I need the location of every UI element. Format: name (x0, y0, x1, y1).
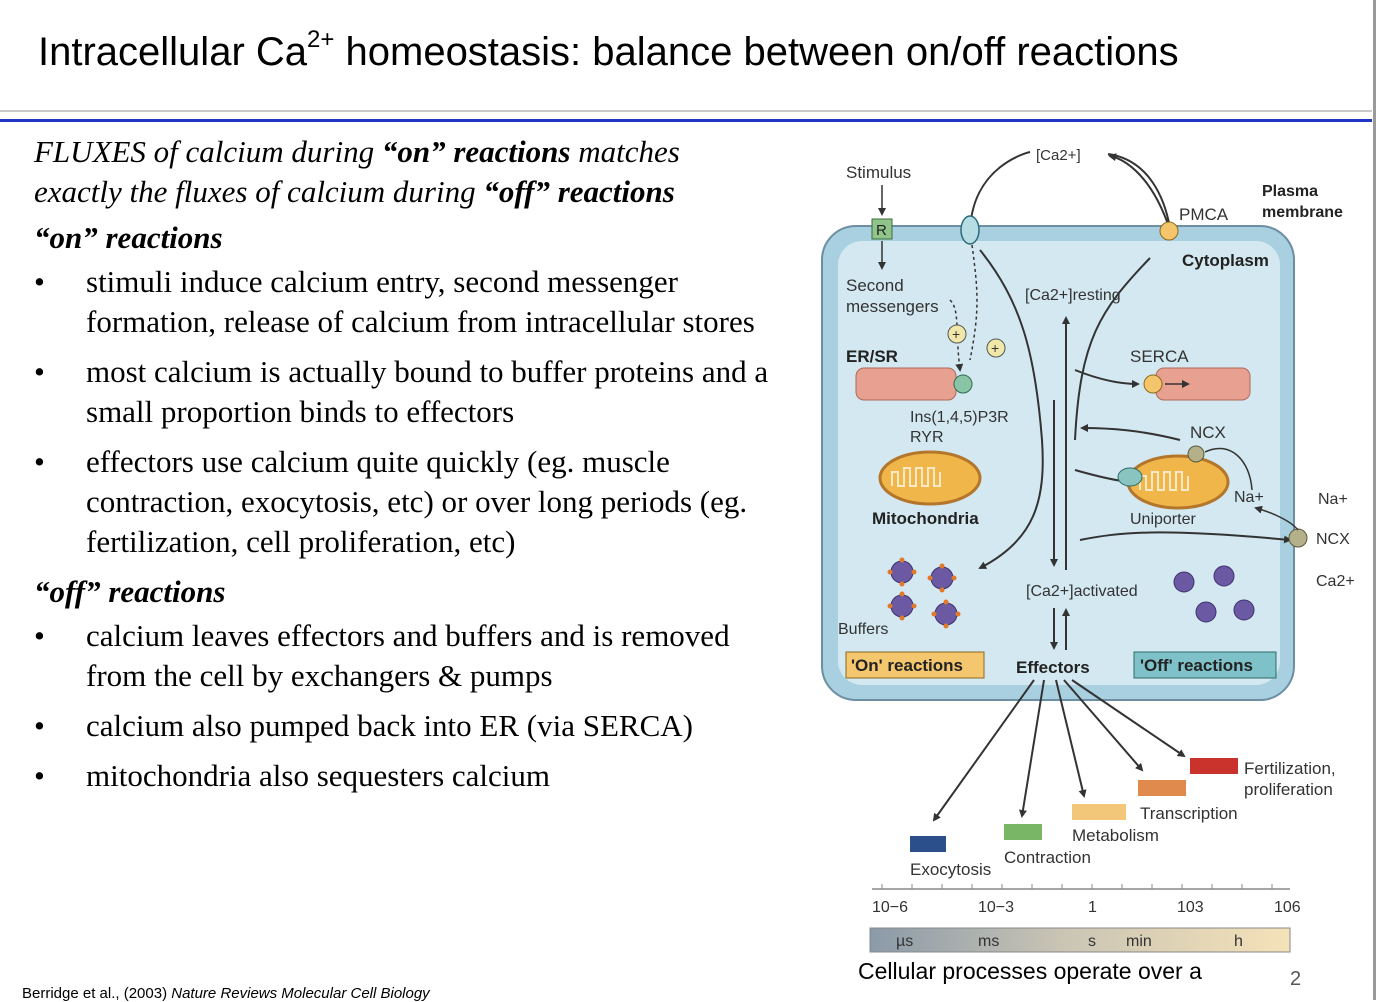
list-item: most calcium is actually bound to buffer… (34, 352, 774, 432)
mitochondrion-right (1126, 454, 1230, 510)
transcription-label: Transcription (1140, 804, 1238, 823)
stimulus-label: Stimulus (846, 163, 911, 182)
uniporter-label: Uniporter (1130, 511, 1196, 528)
svg-text:+: + (952, 326, 960, 342)
proliferation-label: proliferation (1244, 780, 1333, 799)
unit-label: min (1126, 933, 1152, 950)
pmca-label: PMCA (1179, 205, 1229, 224)
list-item: calcium also pumped back into ER (via SE… (34, 706, 774, 746)
receptor-icon (871, 218, 893, 240)
unit-label: s (1088, 933, 1096, 950)
ncx-inner-icon (1187, 445, 1205, 463)
ncx-outer-icon (1288, 528, 1308, 548)
title-divider-gray (0, 110, 1372, 112)
time-axis-ticks (881, 884, 1273, 889)
page-number: 2 (1290, 968, 1302, 990)
buffers-label: Buffers (838, 621, 888, 638)
tick-label: 10−3 (978, 899, 1014, 916)
metabolism-label: Metabolism (1072, 826, 1159, 845)
list-item: stimuli induce calcium entry, second mes… (34, 262, 774, 342)
figure-caption: Cellular processes operate over a (858, 958, 1202, 984)
na-inner-label: Na+ (1234, 489, 1264, 506)
transcription-bar (1138, 780, 1186, 796)
mitochondria-label: Mitochondria (872, 509, 979, 528)
unit-label: ms (978, 933, 999, 950)
ip3r-label: Ins(1,4,5)P3R (910, 409, 1009, 426)
ca-channel-icon (960, 215, 980, 245)
fertilization-label: Fertilization, (1244, 759, 1336, 778)
ncx-outer-label: NCX (1316, 531, 1350, 548)
calcium-homeostasis-diagram: [Ca2+] PMCA Plasma membrane Cytoplasm St… (821, 147, 1355, 953)
ca-activated-label: [Ca2+]activated (1026, 583, 1138, 600)
list-item: effectors use calcium quite quickly (eg.… (34, 442, 774, 562)
off-list: calcium leaves effectors and buffers and… (34, 616, 774, 796)
plasma-membrane-label: Plasma (1262, 183, 1318, 200)
off-reactions-box (1133, 651, 1277, 679)
tick-label: 10−6 (872, 899, 908, 916)
buffer-calcium-dots (887, 557, 961, 629)
er-sr-label: ER/SR (846, 347, 898, 366)
citation: Berridge et al., (2003) Nature Reviews M… (22, 985, 430, 1002)
ca-extracellular: [Ca2+] (1036, 147, 1081, 164)
cytoplasm-label: Cytoplasm (1182, 251, 1269, 270)
on-list: stimuli induce calcium entry, second mes… (34, 262, 774, 562)
tick-label: 103 (1177, 899, 1204, 916)
second-messengers-label: Second (846, 276, 904, 295)
plus-icon (947, 324, 967, 344)
time-scale-bar (869, 927, 1291, 953)
tick-label: 1 (1088, 899, 1097, 916)
ca-resting-label: [Ca2+]resting (1025, 287, 1121, 304)
on-reactions-label: 'On' reactions (851, 656, 963, 675)
serca-pump-icon (1143, 374, 1163, 394)
ca-outer-label: Ca2+ (1316, 573, 1355, 590)
on-heading: “on” reactions (34, 220, 223, 255)
uniporter-icon (1117, 467, 1143, 487)
title-divider-blue (0, 119, 1372, 122)
na-outer-label: Na+ (1318, 491, 1348, 508)
plasma-membrane-label-2: membrane (1262, 204, 1343, 221)
effectors-label: Effectors (1016, 658, 1090, 677)
unit-label: µs (896, 933, 913, 950)
er-sr-compartment (855, 367, 957, 401)
plus-icon (986, 338, 1006, 358)
svg-text:+: + (991, 340, 999, 356)
exocytosis-label: Exocytosis (910, 860, 991, 879)
unit-label: h (1234, 933, 1243, 950)
contraction-bar (1004, 824, 1042, 840)
on-reactions-box (845, 651, 985, 679)
receptor-label: R (876, 222, 887, 239)
pmca-pump-icon (1159, 221, 1179, 241)
intro-paragraph: FLUXES of calcium during “on” reactions … (34, 134, 680, 209)
slide-edge (1373, 0, 1376, 1000)
metabolism-bar (1072, 804, 1126, 820)
list-item: calcium leaves effectors and buffers and… (34, 616, 774, 696)
off-heading: “off” reactions (34, 574, 226, 609)
mitochondrion-left (878, 450, 982, 506)
ncx-inner-label: NCX (1190, 423, 1226, 442)
list-item: mitochondria also sequesters calcium (34, 756, 774, 796)
off-reactions-label: 'Off' reactions (1140, 656, 1253, 675)
serca-label: SERCA (1130, 347, 1189, 366)
exocytosis-bar (910, 836, 946, 852)
ryr-label: RYR (910, 429, 944, 446)
buffer-proteins-free (1173, 565, 1255, 623)
tick-label: 106 (1274, 899, 1301, 916)
contraction-label: Contraction (1004, 848, 1091, 867)
slide-title: Intracellular Ca2+ homeostasis: balance … (38, 26, 1179, 74)
second-messengers-label-2: messengers (846, 297, 939, 316)
fertilization-bar (1190, 758, 1238, 774)
body-text: FLUXES of calcium during “on” reactions … (34, 132, 774, 806)
ip3-receptor-icon (953, 374, 973, 394)
